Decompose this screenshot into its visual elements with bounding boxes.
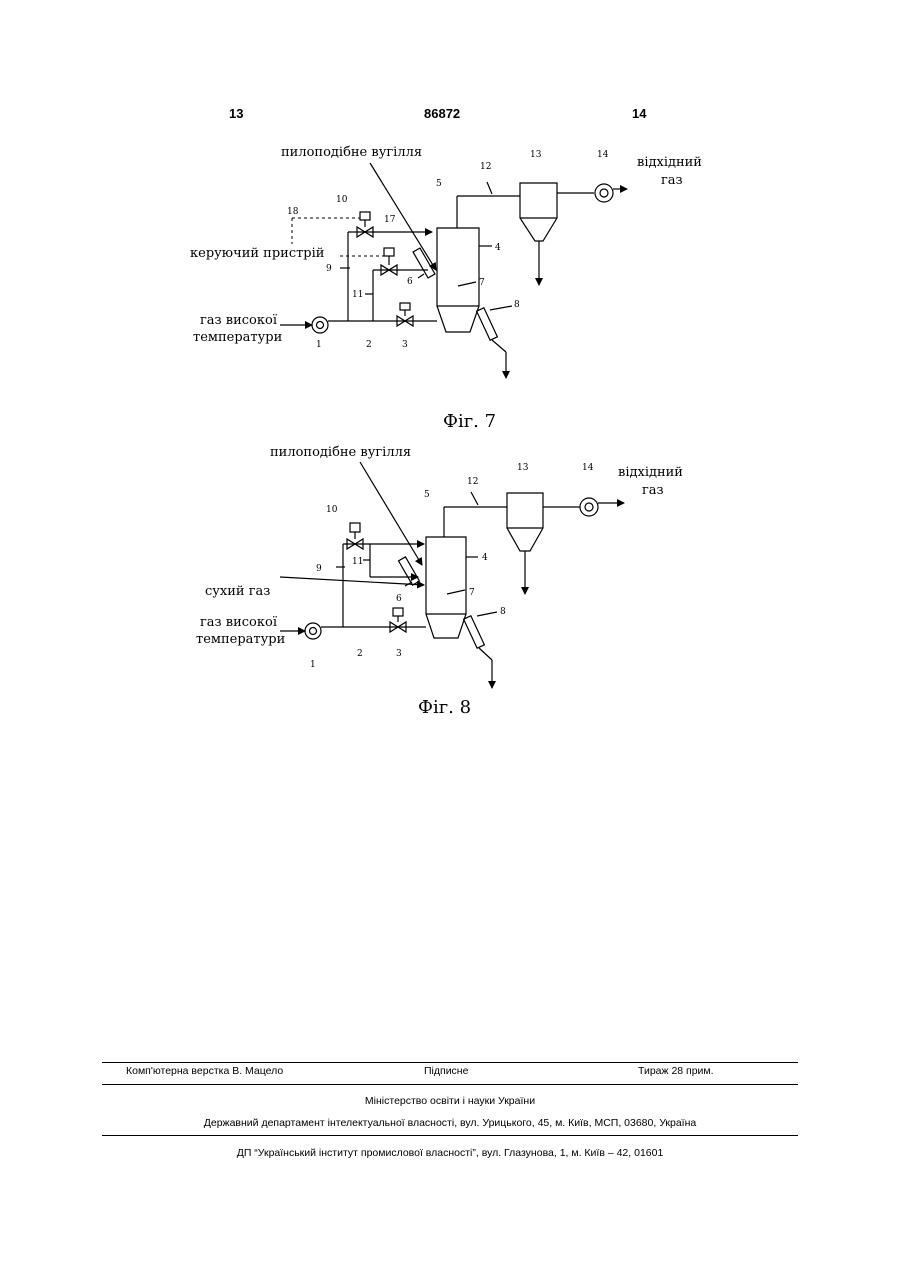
dry-gas-label: сухий газ: [205, 584, 270, 599]
ref-3-8: 3: [396, 649, 402, 659]
hot-gas-label-line1: газ високої: [200, 313, 278, 328]
hot-gas-label-line2: температури: [193, 330, 282, 345]
cyclone-separator: [520, 183, 557, 241]
ref-1-8: 1: [310, 660, 316, 670]
ref-6: 6: [407, 277, 413, 287]
cyclone-separator-8: [507, 493, 543, 551]
exhaust-gas-label-8-line2: газ: [642, 483, 664, 498]
ref-10: 10: [336, 195, 348, 205]
ref-1: 1: [316, 340, 322, 350]
ref-7-8: 7: [469, 588, 475, 598]
ref-4: 4: [495, 243, 501, 253]
ref-8: 8: [514, 300, 520, 310]
figure-8-caption: Фіг. 8: [418, 697, 471, 718]
coal-label: пилоподібне вугілля: [281, 145, 422, 160]
exhaust-fan: [595, 184, 613, 202]
reactor-vessel-8: [426, 537, 466, 638]
print-run: Тираж 28 прим.: [638, 1065, 714, 1077]
footer-rule-top: [102, 1062, 798, 1063]
exhaust-gas-label-line1: відхідний: [637, 155, 702, 170]
controller-label: керуючий пристрій: [190, 246, 324, 261]
ref-9-8: 9: [316, 564, 322, 574]
ref-14-8: 14: [582, 463, 594, 473]
ref-2: 2: [366, 340, 372, 350]
signed-note: Підписне: [424, 1065, 468, 1077]
ref-2-8: 2: [357, 649, 363, 659]
hot-gas-label-8-line2: температури: [196, 632, 285, 647]
ref-13: 13: [530, 150, 542, 160]
ref-12: 12: [480, 162, 491, 172]
hot-gas-blower-8: [305, 623, 321, 639]
figure-7-caption: Фіг. 7: [443, 411, 496, 432]
ref-9: 9: [326, 264, 332, 274]
ref-13-8: 13: [517, 463, 529, 473]
ref-4-8: 4: [482, 553, 488, 563]
coal-label-8: пилоподібне вугілля: [270, 445, 411, 460]
ref-17: 17: [384, 215, 396, 225]
exhaust-gas-label-line2: газ: [661, 173, 683, 188]
layout-credit: Комп'ютерна верстка В. Мацело: [126, 1065, 283, 1077]
ministry-line: Міністерство освіти і науки України: [0, 1095, 900, 1107]
ref-8-8: 8: [500, 607, 506, 617]
figure-7-diagram: пилоподібне вугілля відхідний газ керуюч…: [0, 0, 900, 440]
footer-rule-middle: [102, 1084, 798, 1085]
exhaust-gas-label-8-line1: відхідний: [618, 465, 683, 480]
hot-gas-blower: [312, 317, 328, 333]
ref-12-8: 12: [467, 477, 478, 487]
exhaust-fan-8: [580, 498, 598, 516]
footer-rule-bottom: [102, 1135, 798, 1136]
ref-6-8: 6: [396, 594, 402, 604]
hot-gas-label-8-line1: газ високої: [200, 615, 278, 630]
ref-10-8: 10: [326, 505, 338, 515]
figure-8: пилоподібне вугілля відхідний газ сухий …: [0, 440, 900, 730]
ref-11-8: 11: [352, 557, 363, 567]
ref-18: 18: [287, 207, 299, 217]
ref-14: 14: [597, 150, 609, 160]
ref-7: 7: [479, 278, 485, 288]
ref-5-8: 5: [424, 490, 430, 500]
figure-8-diagram: пилоподібне вугілля відхідний газ сухий …: [0, 440, 900, 730]
department-line: Державний департамент інтелектуальної вл…: [0, 1117, 900, 1129]
ref-5: 5: [436, 179, 442, 189]
reactor-vessel: [437, 228, 479, 332]
figure-7: пилоподібне вугілля відхідний газ керуюч…: [0, 0, 900, 440]
ref-3: 3: [402, 340, 408, 350]
institute-line: ДП “Український інститут промислової вла…: [0, 1147, 900, 1159]
ref-11: 11: [352, 290, 363, 300]
